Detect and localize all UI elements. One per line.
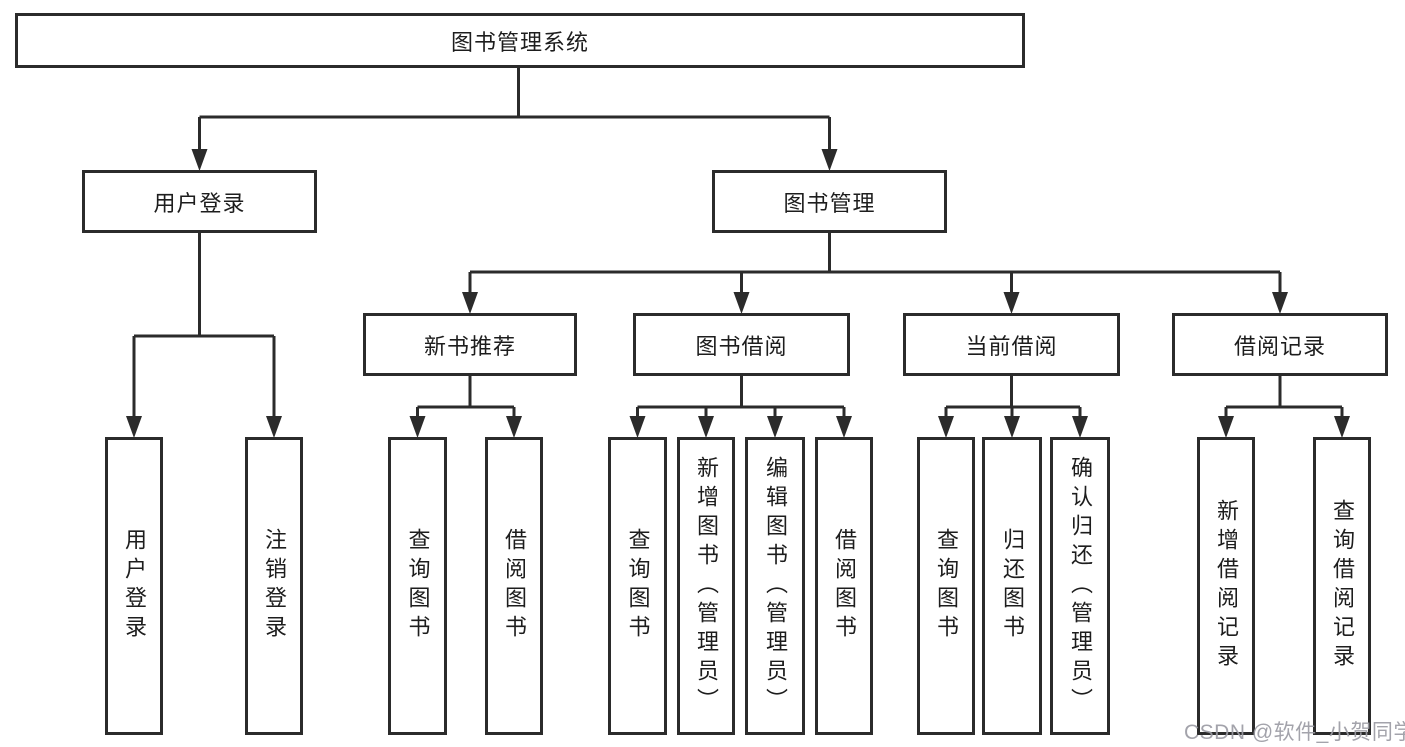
leaf-query-books-borrowing: 查询图书 [608, 437, 667, 735]
node-book-management: 图书管理 [712, 170, 947, 233]
leaf-add-books-admin: 新增图书（管理员） [677, 437, 735, 735]
leaf-confirm-return-admin: 确认归还（管理员） [1050, 437, 1110, 735]
connector-rails [134, 68, 1342, 409]
node-book-borrowing: 图书借阅 [633, 313, 850, 376]
leaf-add-borrow-record: 新增借阅记录 [1197, 437, 1255, 735]
leaf-query-books-recommend: 查询图书 [388, 437, 447, 735]
node-borrowing-records: 借阅记录 [1172, 313, 1388, 376]
node-current-borrowing: 当前借阅 [903, 313, 1120, 376]
leaf-query-borrow-record: 查询借阅记录 [1313, 437, 1371, 735]
leaf-borrow-books-borrowing: 借阅图书 [815, 437, 873, 735]
node-new-book-recommendation: 新书推荐 [363, 313, 577, 376]
csdn-watermark: CSDN @软件_小贺同学 [1184, 721, 1405, 744]
connector-drops [132, 117, 1344, 424]
leaf-logout: 注销登录 [245, 437, 303, 735]
leaf-edit-books-admin: 编辑图书（管理员） [745, 437, 805, 735]
leaf-user-login: 用户登录 [105, 437, 163, 735]
leaf-borrow-books-recommend: 借阅图书 [485, 437, 543, 735]
node-root-system: 图书管理系统 [15, 13, 1025, 68]
leaf-query-books-current: 查询图书 [917, 437, 975, 735]
arrowhead-icons [126, 149, 1350, 438]
leaf-return-books: 归还图书 [982, 437, 1042, 735]
node-user-login: 用户登录 [82, 170, 317, 233]
